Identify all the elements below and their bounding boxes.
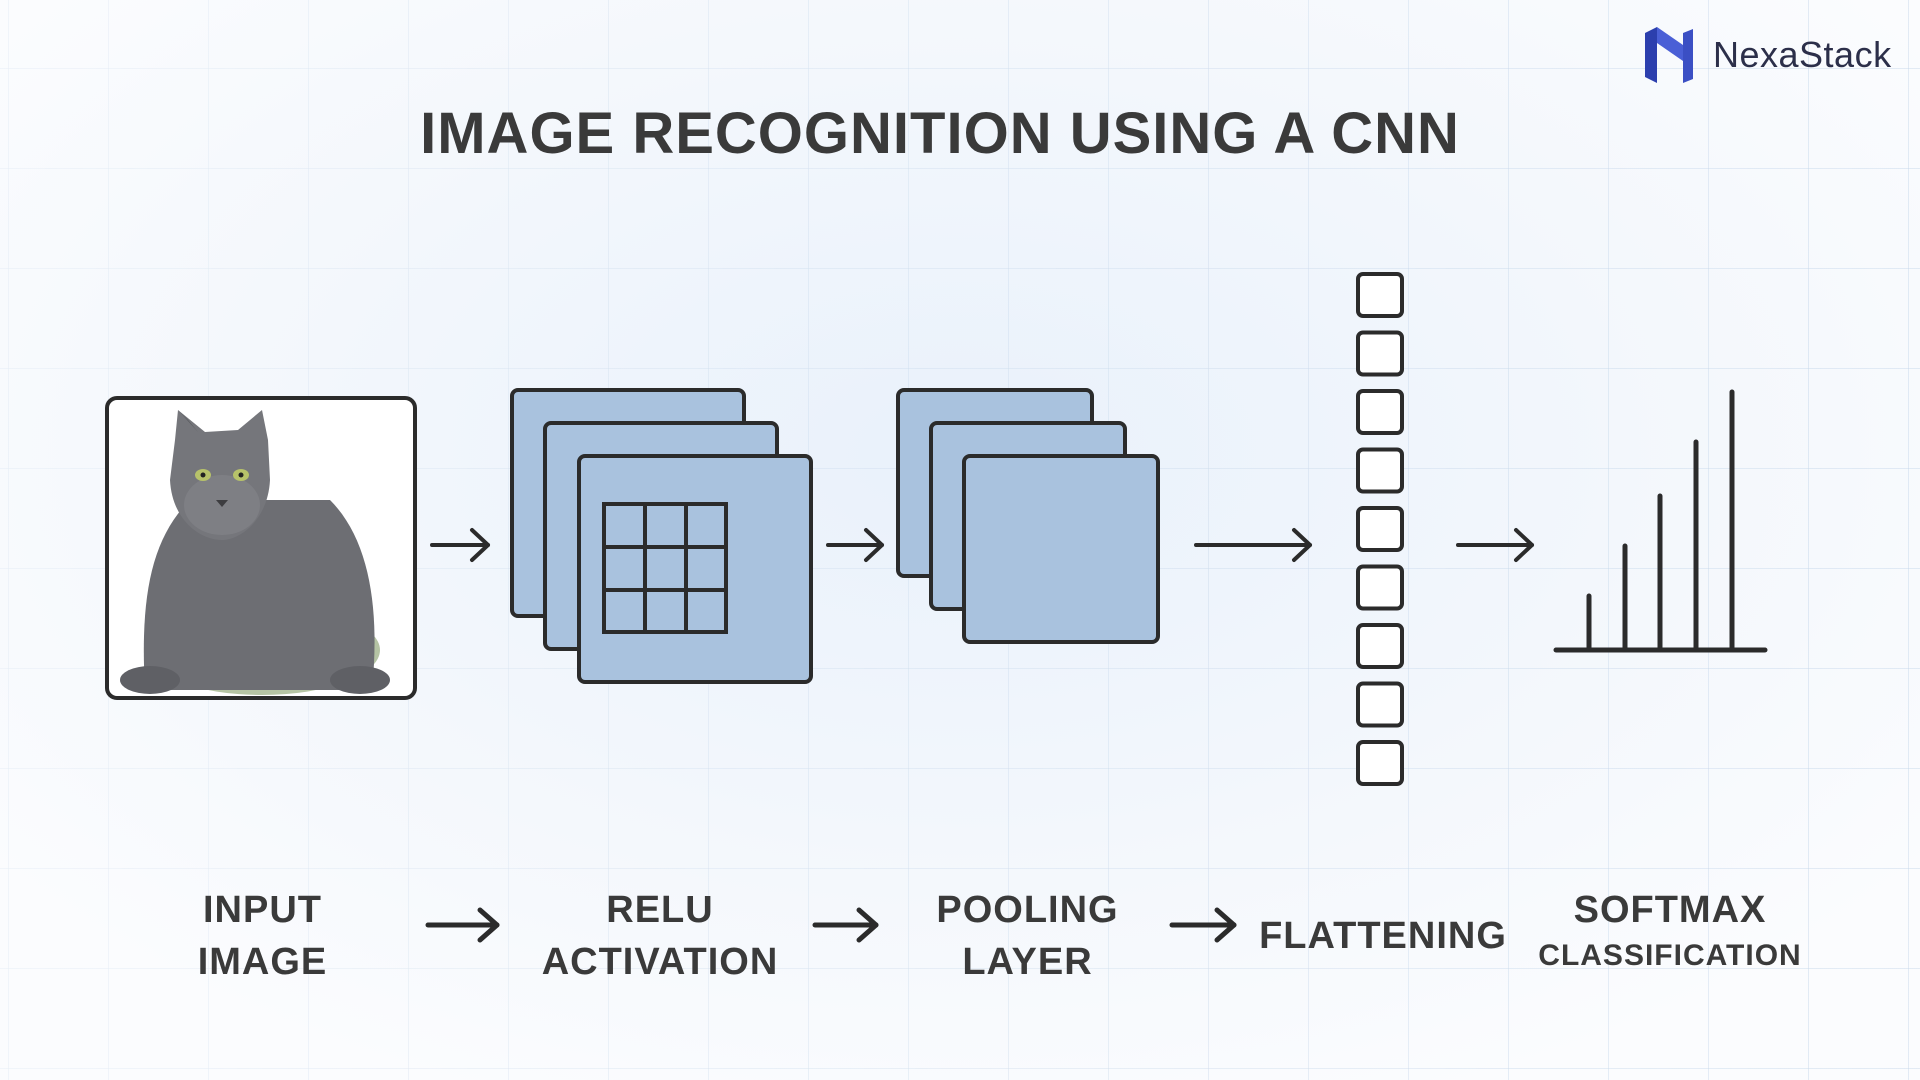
flattened-vector-column [1356,272,1404,786]
vector-cell [1356,272,1404,318]
vector-cell [1356,447,1404,494]
vector-cell [1356,740,1404,786]
label-input-image: INPUT IMAGE [160,884,365,988]
label-input-line1: INPUT [203,889,322,931]
vector-cell [1356,389,1404,435]
vector-cell [1356,623,1404,669]
label-relu-line2: ACTIVATION [541,941,779,983]
label-input-line2: IMAGE [197,941,328,983]
vector-cell [1356,506,1404,552]
label-flattening: FLATTENING [1248,910,1518,962]
label-flattening-line1: FLATTENING [1259,915,1507,957]
label-relu-line1: RELU [606,889,714,931]
label-relu-activation: RELU ACTIVATION [520,884,800,988]
vector-cell [1356,681,1404,728]
pooling-feature-maps [896,388,1160,644]
arrow-pooling-to-flatten [1194,528,1312,562]
brand-logo: NexaStack [1643,27,1892,83]
page-title: IMAGE RECOGNITION USING A CNN [420,101,1460,166]
brand-name: NexaStack [1713,34,1892,75]
label-softmax-line1: SOFTMAX [1573,889,1767,931]
label-pooling-layer: POOLING LAYER [915,884,1140,988]
label-pooling-line1: POOLING [936,889,1119,931]
input-image-panel [105,396,417,700]
vector-cell [1356,564,1404,611]
softmax-probability-bars [1553,389,1768,653]
label-softmax-classification: SOFTMAX CLASSIFICATION [1525,884,1815,976]
convolution-kernel-grid [602,502,728,634]
arrow-relu-to-pooling [826,528,884,562]
label-softmax-line2: CLASSIFICATION [1538,939,1802,972]
label-arrows [425,907,1237,943]
nexastack-logo-icon [1645,27,1693,83]
label-pooling-line2: LAYER [962,941,1093,983]
cat-photo [120,410,390,695]
arrow-input-to-relu [430,528,490,562]
relu-feature-maps [510,388,813,684]
arrow-flatten-to-softmax [1456,528,1534,562]
vector-cell [1356,330,1404,377]
